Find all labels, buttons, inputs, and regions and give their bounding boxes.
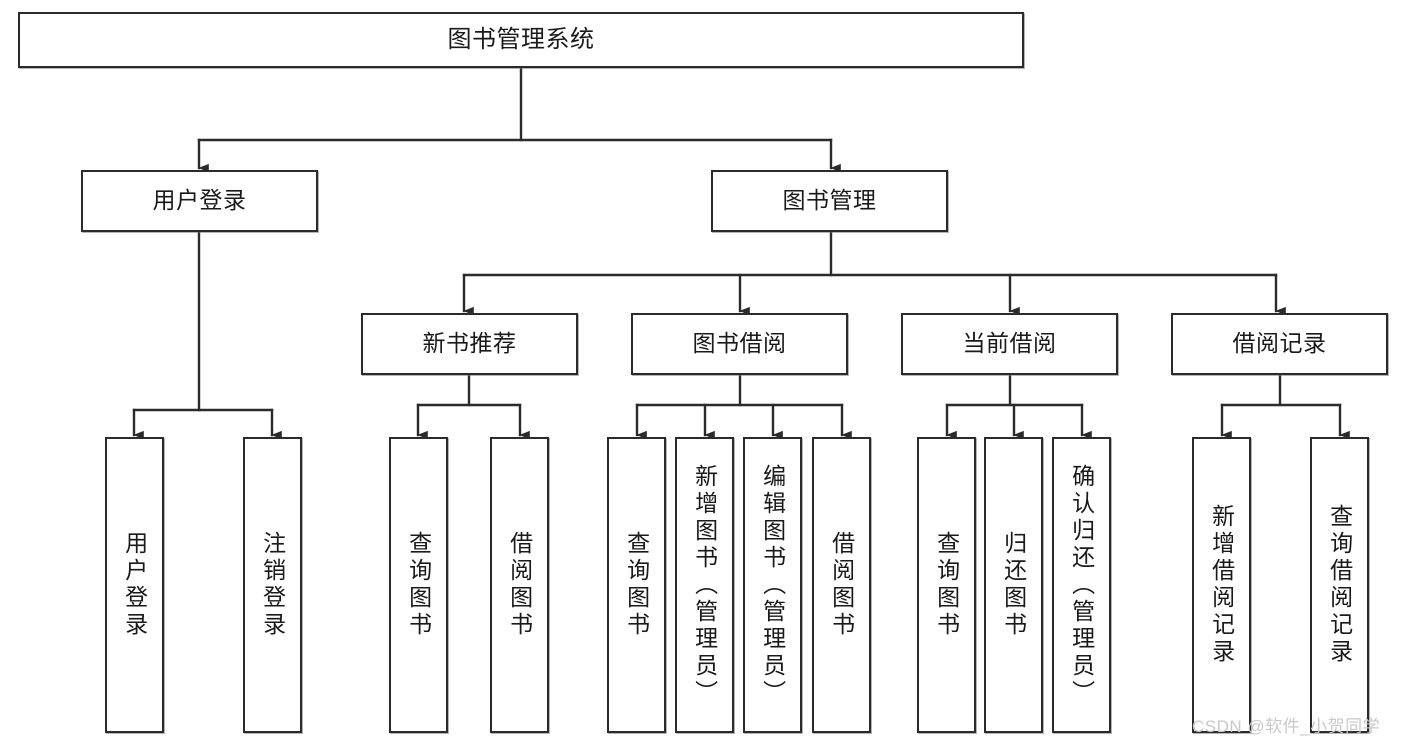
node-leaf-add-record[interactable]: 新增借阅记录 <box>1192 437 1251 733</box>
node-borrow-record[interactable]: 借阅记录 <box>1171 313 1388 375</box>
node-book-manage[interactable]: 图书管理 <box>711 170 948 232</box>
node-label: 查询借阅记录 <box>1326 504 1353 666</box>
node-label: 编辑图书（管理员） <box>759 463 786 707</box>
node-label: 当前借阅 <box>962 330 1057 357</box>
node-leaf-query-record[interactable]: 查询借阅记录 <box>1310 437 1369 733</box>
node-leaf-user-login[interactable]: 用户登录 <box>105 437 164 733</box>
node-leaf-logout-login[interactable]: 注销登录 <box>243 437 302 733</box>
node-label: 查询图书 <box>623 531 650 639</box>
node-leaf-confirm-return[interactable]: 确认归还（管理员） <box>1052 437 1111 733</box>
node-label: 查询图书 <box>933 531 960 639</box>
node-new-book-recommend[interactable]: 新书推荐 <box>361 313 578 375</box>
node-leaf-add-book[interactable]: 新增图书（管理员） <box>675 437 734 733</box>
node-label: 确认归还（管理员） <box>1068 463 1095 707</box>
node-label: 借阅记录 <box>1232 330 1327 357</box>
node-label: 借阅图书 <box>506 531 533 639</box>
node-label: 归还图书 <box>1000 531 1027 639</box>
node-label: 注销登录 <box>259 531 286 639</box>
node-label: 用户登录 <box>152 187 247 214</box>
node-label: 图书借阅 <box>692 330 787 357</box>
node-user-login[interactable]: 用户登录 <box>81 170 318 232</box>
node-root-system[interactable]: 图书管理系统 <box>18 12 1024 68</box>
node-leaf-query-book-3[interactable]: 查询图书 <box>917 437 976 733</box>
node-label: 新增借阅记录 <box>1208 504 1235 666</box>
node-leaf-query-book-1[interactable]: 查询图书 <box>389 437 448 733</box>
csdn-watermark: CSDN @软件_小贺同学 <box>1192 717 1381 736</box>
node-book-borrow[interactable]: 图书借阅 <box>631 313 848 375</box>
node-label: 查询图书 <box>405 531 432 639</box>
node-label: 新增图书（管理员） <box>691 463 718 707</box>
node-leaf-query-book-2[interactable]: 查询图书 <box>607 437 666 733</box>
node-label: 图书管理系统 <box>447 25 595 53</box>
node-current-borrow[interactable]: 当前借阅 <box>901 313 1118 375</box>
node-label: 图书管理 <box>782 187 877 214</box>
node-leaf-return-book[interactable]: 归还图书 <box>984 437 1043 733</box>
node-leaf-borrow-book-1[interactable]: 借阅图书 <box>490 437 549 733</box>
node-label: 借阅图书 <box>828 531 855 639</box>
node-label: 用户登录 <box>121 531 148 639</box>
node-leaf-borrow-book-2[interactable]: 借阅图书 <box>812 437 871 733</box>
node-leaf-edit-book[interactable]: 编辑图书（管理员） <box>743 437 802 733</box>
node-label: 新书推荐 <box>422 330 517 357</box>
